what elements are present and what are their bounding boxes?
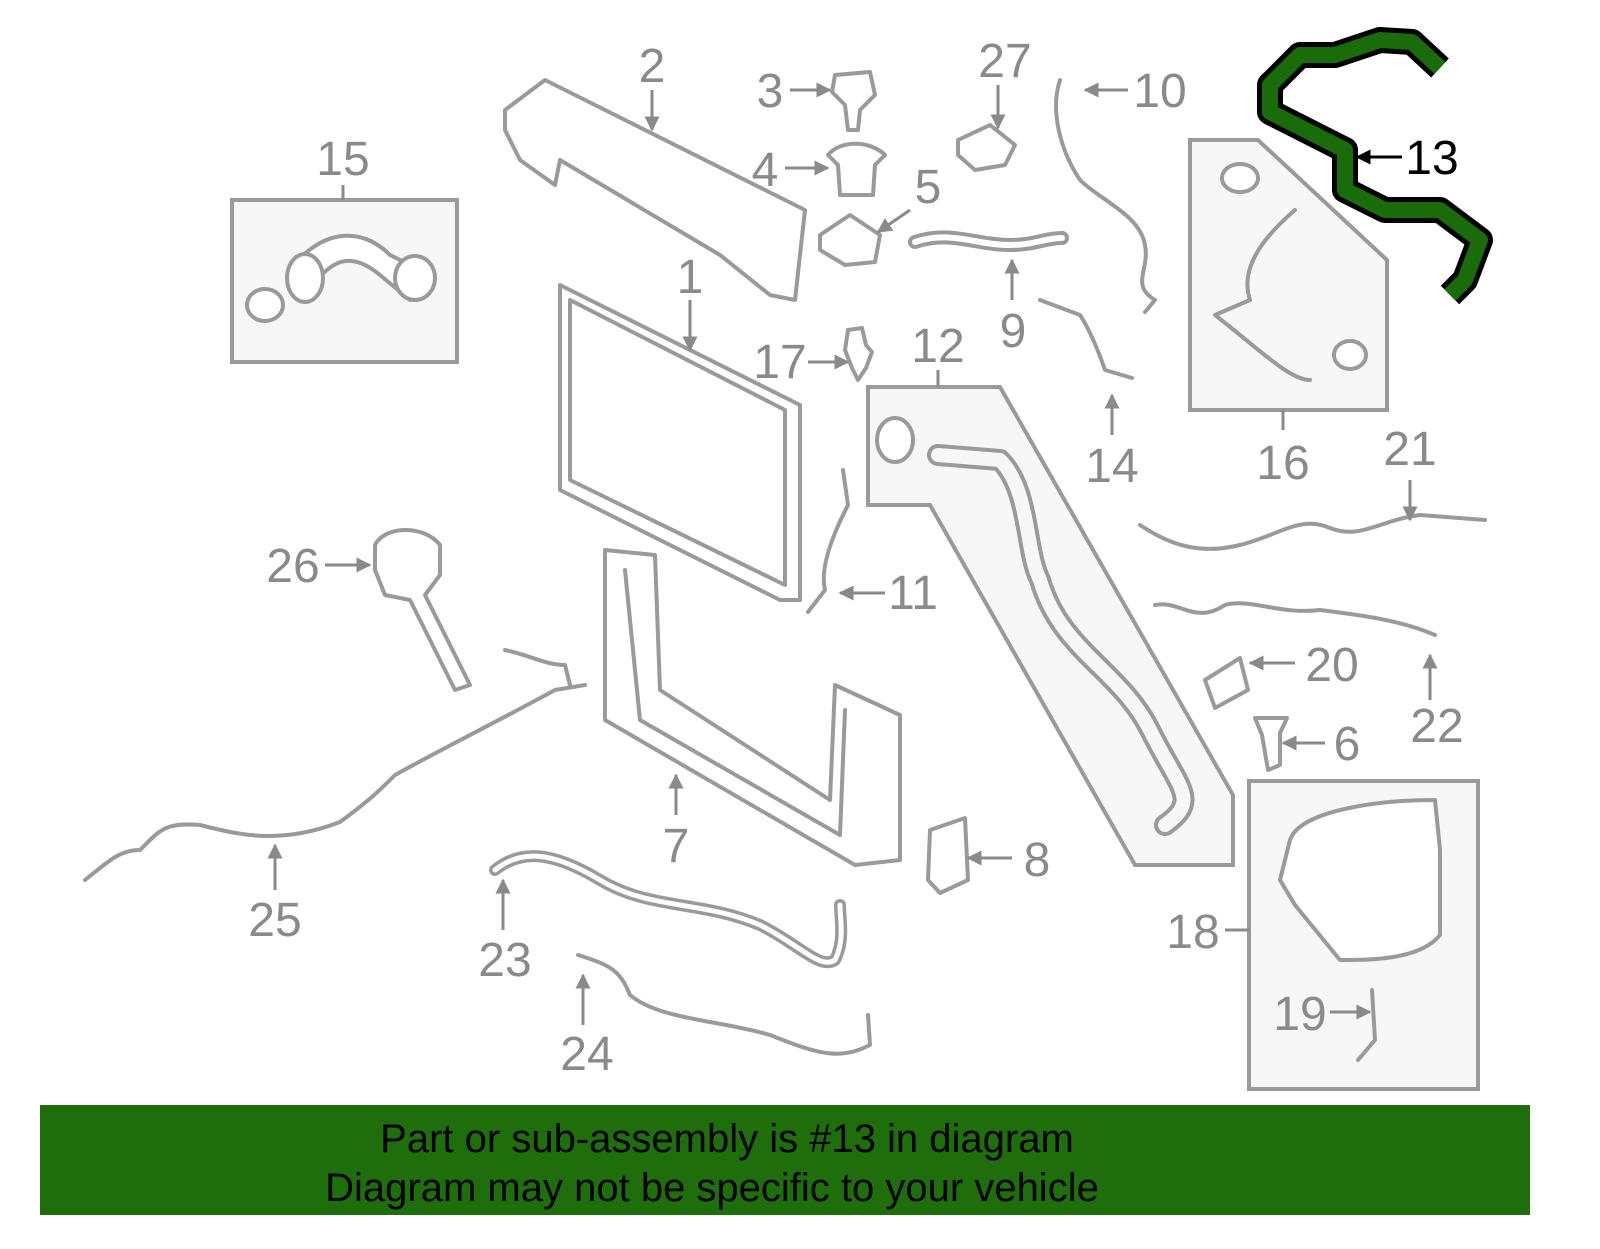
label-part-22: 22 [1410, 700, 1463, 753]
banner-line-1: Part or sub-assembly is #13 in diagram [380, 1117, 1074, 1161]
part-15-hose[interactable] [245, 233, 437, 323]
part-4-cap[interactable] [826, 141, 887, 197]
label-part-23: 23 [478, 934, 531, 987]
label-part-20: 20 [1305, 639, 1358, 692]
part-17-sensor[interactable] [843, 326, 874, 382]
label-part-4: 4 [752, 144, 779, 197]
label-part-16: 16 [1256, 437, 1309, 490]
part-25-line[interactable] [83, 683, 587, 882]
part-22-hose[interactable] [1153, 601, 1437, 637]
label-part-12: 12 [911, 320, 964, 373]
group-box-16 [1188, 138, 1389, 412]
label-part-25: 25 [248, 894, 301, 947]
label-part-26: 26 [266, 540, 319, 593]
part-13-hose-highlighted[interactable] [1257, 27, 1493, 305]
part-14-hose[interactable] [1038, 298, 1134, 380]
part-5-mount[interactable] [818, 213, 882, 267]
label-part-19: 19 [1273, 988, 1326, 1041]
part-8-bracket[interactable] [926, 816, 970, 895]
part-3-clip[interactable] [830, 70, 877, 132]
label-part-5: 5 [915, 161, 942, 214]
part-10-hose[interactable] [1054, 78, 1157, 314]
label-part-14: 14 [1085, 440, 1138, 493]
part-19-hose[interactable] [1356, 988, 1377, 1062]
label-part-8: 8 [1024, 834, 1051, 887]
part-26-valve[interactable] [373, 528, 472, 692]
label-part-18: 18 [1166, 906, 1219, 959]
label-part-3: 3 [757, 65, 784, 118]
part-16-pipe[interactable] [1213, 208, 1312, 382]
part-18-reservoir[interactable] [1278, 798, 1442, 962]
label-part-17: 17 [753, 336, 806, 389]
label-part-6: 6 [1334, 718, 1361, 771]
label-part-10: 10 [1133, 65, 1186, 118]
label-part-2: 2 [639, 40, 666, 93]
label-part-1: 1 [677, 251, 704, 304]
part-24-hose[interactable] [576, 953, 872, 1056]
banner-line-2: Diagram may not be specific to your vehi… [325, 1166, 1099, 1210]
part-20-bracket[interactable] [1203, 656, 1250, 710]
label-part-27: 27 [978, 35, 1031, 88]
label-part-24: 24 [560, 1028, 613, 1081]
part-11-hose[interactable] [806, 468, 850, 614]
label-part-21: 21 [1383, 423, 1436, 476]
info-banner: Part or sub-assembly is #13 in diagram D… [40, 1105, 1530, 1215]
label-part-11: 11 [888, 567, 938, 620]
part-2-support[interactable] [503, 78, 807, 302]
part-21-hose[interactable] [1138, 513, 1487, 551]
part-6-clip[interactable] [1253, 716, 1289, 772]
leader-arrows [267, 82, 1438, 1025]
label-part-7: 7 [663, 820, 690, 873]
part-7-shroud[interactable] [603, 548, 902, 867]
label-part-13: 13 [1405, 132, 1458, 185]
label-part-9: 9 [1000, 305, 1027, 358]
part-27-cap[interactable] [956, 123, 1017, 172]
part-1-radiator[interactable] [558, 283, 802, 602]
label-part-15: 15 [316, 133, 369, 186]
